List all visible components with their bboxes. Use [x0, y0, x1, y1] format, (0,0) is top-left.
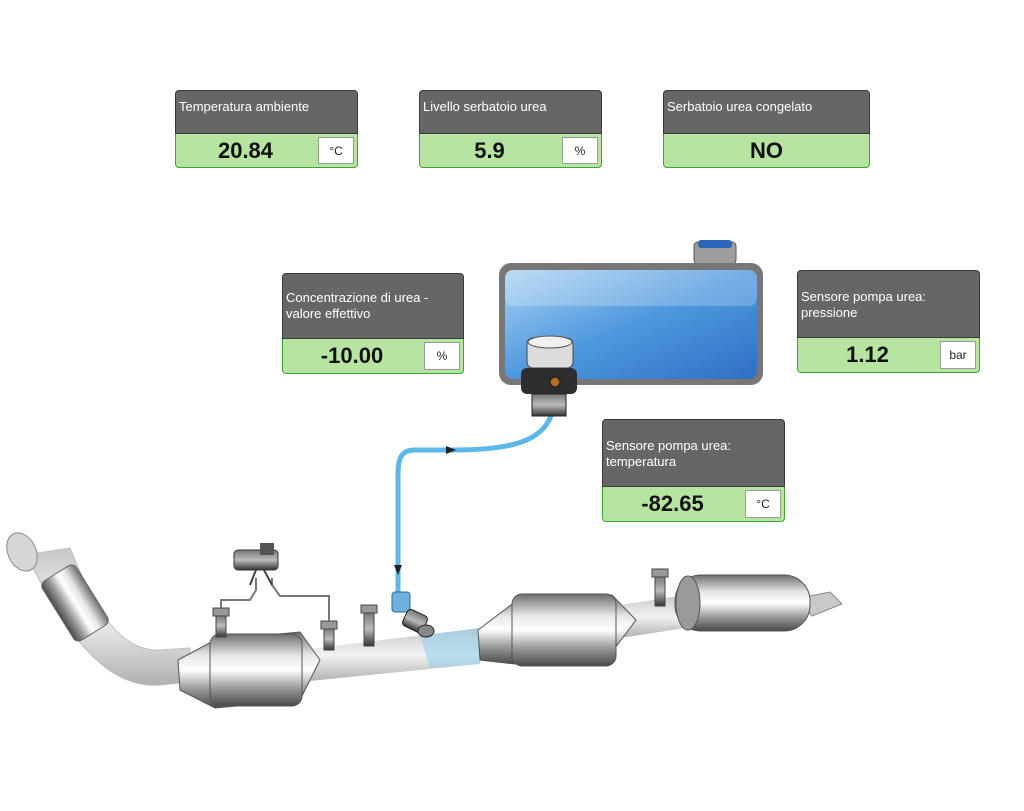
urea-concentration-label: Concentrazione di urea - valore effettiv…	[282, 273, 464, 339]
urea-tank-level-unit: %	[562, 137, 598, 164]
lambda-sensor-icon	[320, 620, 338, 651]
ambient-temperature-unit: °C	[318, 137, 354, 164]
silencer-icon	[674, 574, 811, 632]
urea-tank-frozen-label: Serbatoio urea congelato	[663, 90, 870, 134]
urea-concentration-value: -10.00	[320, 343, 384, 368]
pump-temperature-unit: °C	[745, 490, 781, 518]
catalyst-icon	[177, 631, 321, 709]
urea-tank-level-value: 5.9	[474, 137, 505, 163]
urea-concentration-value-row: -10.00 %	[282, 339, 464, 374]
urea-concentration-unit: %	[424, 342, 460, 370]
urea-tank-level-panel: Livello serbatoio urea 5.9 %	[419, 90, 602, 168]
urea-pump-icon	[521, 335, 577, 417]
differential-pressure-sensor-icon	[220, 543, 330, 621]
urea-tank-frozen-panel: Serbatoio urea congelato NO	[663, 90, 870, 168]
pump-pressure-value-row: 1.12 bar	[797, 338, 980, 373]
urea-tank-level-label: Livello serbatoio urea	[419, 90, 602, 134]
urea-tank-frozen-value-row: NO	[663, 134, 870, 168]
pump-pressure-value: 1.12	[846, 342, 889, 367]
ambient-temperature-value-row: 20.84 °C	[175, 134, 358, 168]
lambda-sensor-icon	[212, 607, 230, 638]
pump-pressure-panel: Sensore pompa urea: pressione 1.12 bar	[797, 270, 980, 373]
lambda-sensor-icon	[651, 568, 669, 607]
urea-tank-frozen-value: NO	[750, 137, 783, 163]
pump-temperature-panel: Sensore pompa urea: temperatura -82.65 °…	[602, 419, 785, 522]
dosing-injector-icon	[391, 591, 435, 638]
exhaust-pipe-icon	[6, 532, 843, 686]
urea-concentration-panel: Concentrazione di urea - valore effettiv…	[282, 273, 464, 374]
pump-pressure-label: Sensore pompa urea: pressione	[797, 270, 980, 338]
ambient-temperature-value: 20.84	[217, 137, 274, 163]
urea-tank-level-value-row: 5.9 %	[419, 134, 602, 168]
lambda-sensor-icon	[360, 604, 378, 647]
ambient-temperature-label: Temperatura ambiente	[175, 90, 358, 134]
urea-line-icon	[394, 391, 558, 595]
catalyst-icon	[477, 593, 637, 667]
pump-temperature-value-row: -82.65 °C	[602, 487, 785, 522]
pump-pressure-unit: bar	[940, 341, 976, 369]
pump-temperature-value: -82.65	[641, 491, 704, 516]
ambient-temperature-panel: Temperatura ambiente 20.84 °C	[175, 90, 358, 168]
pump-temperature-label: Sensore pompa urea: temperatura	[602, 419, 785, 487]
